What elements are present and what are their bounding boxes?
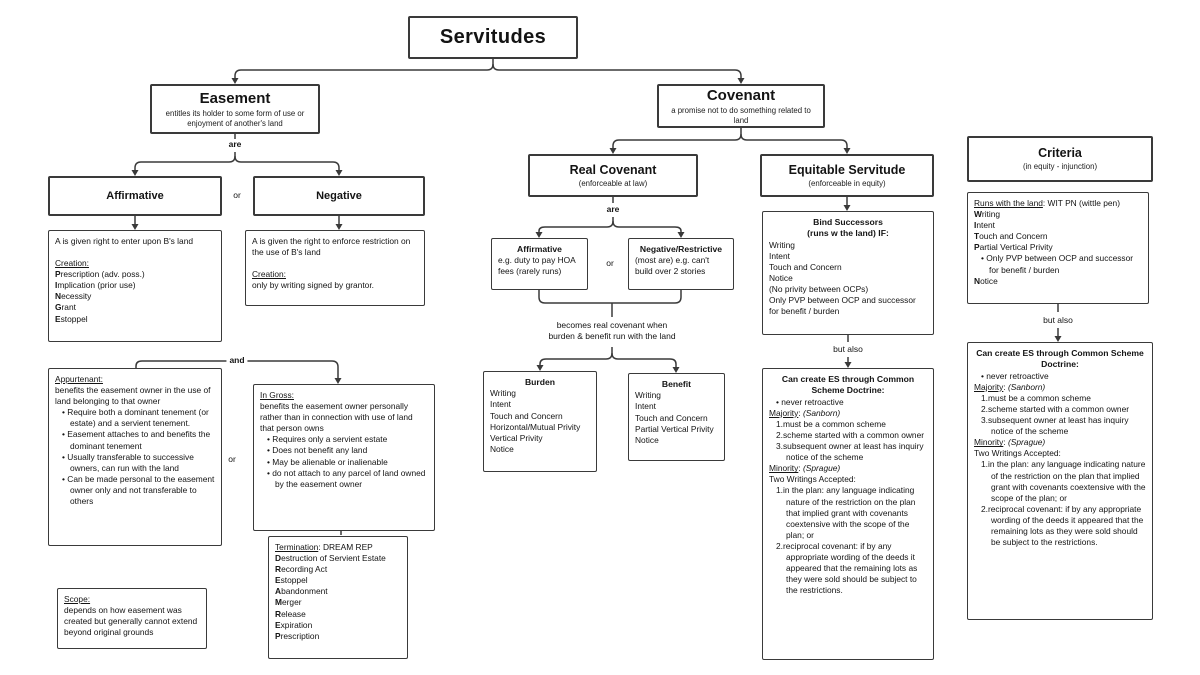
common-scheme-box-mid: Can create ES through Common Scheme Doct… [762, 368, 934, 660]
scope-heading: Scope: [64, 594, 91, 604]
becomes-real-covenant-note: becomes real covenant when burden & bene… [502, 320, 722, 343]
in-gross-intro: benefits the easement owner personally r… [260, 401, 413, 434]
covenant-negative-box: Negative/Restrictive (most are) e.g. can… [628, 238, 734, 290]
in-gross-bullets: Requires only a servient estateDoes not … [260, 434, 428, 489]
easement-title: Easement [199, 89, 271, 107]
label-but-also-right: but also [1040, 315, 1076, 325]
in-gross-box: In Gross: benefits the easement owner pe… [253, 384, 435, 531]
runs-with-land-box: Runs with the land: WIT PN (wittle pen)W… [967, 192, 1149, 304]
burden-title: Burden [524, 377, 556, 387]
label-or-covenant: or [603, 258, 617, 268]
criteria-subtitle: (in equity - injunction) [1022, 162, 1098, 172]
easement-negative-title: Negative [316, 190, 362, 202]
real-covenant-title: Real Covenant [569, 162, 657, 177]
covenant-subtitle: a promise not to do something related to… [671, 105, 811, 125]
covenant-affirmative-title: Affirmative [517, 244, 562, 254]
covenant-box: Covenant a promise not to do something r… [657, 84, 825, 128]
creation-label: Creation: [55, 258, 89, 269]
equitable-servitude-box: Equitable Servitude (enforceable in equi… [760, 154, 934, 197]
bind-successors-subtitle: (runs w the land) IF: [807, 228, 889, 239]
common-scheme-title: Can create ES through Common Scheme Doct… [976, 348, 1144, 370]
bind-successors-box: Bind Successors (runs w the land) IF: Wr… [762, 211, 934, 335]
common-scheme-title: Can create ES through Common Scheme Doct… [781, 374, 915, 396]
label-and: and [226, 355, 248, 365]
equitable-servitude-subtitle: (enforceable in equity) [808, 178, 886, 188]
label-or-gross: or [225, 454, 239, 464]
appurtenant-intro: benefits the easement owner in the use o… [55, 385, 211, 407]
covenant-affirmative-body: e.g. duty to pay HOA fees (rarely runs) [498, 255, 576, 277]
label-or-easement: or [230, 190, 244, 200]
easement-subtitle: entitles its holder to some form of use … [165, 108, 305, 128]
creation-methods-list: Prescription (adv. poss.)Implication (pr… [55, 269, 145, 324]
real-covenant-box: Real Covenant (enforceable at law) [528, 154, 698, 197]
appurtenant-bullets: Require both a dominant tenement (or est… [55, 407, 215, 507]
label-are-covenant: are [603, 204, 623, 214]
easement-affirmative-detail: A is given right to enter upon B's land … [48, 230, 222, 342]
easement-box: Easement entitles its holder to some for… [150, 84, 320, 134]
becomes-line-2: burden & benefit run with the land [548, 331, 676, 342]
equitable-servitude-title: Equitable Servitude [788, 162, 906, 177]
benefit-title: Benefit [661, 379, 692, 389]
appurtenant-heading: Appurtenant: [55, 374, 103, 384]
label-are-easement: are [225, 139, 245, 149]
scope-body: depends on how easement was created but … [64, 605, 198, 638]
covenant-negative-body: (most are) e.g. can't build over 2 stori… [635, 255, 710, 277]
easement-negative-box: Negative [253, 176, 425, 216]
in-gross-heading: In Gross: [260, 390, 294, 400]
easement-affirmative-box: Affirmative [48, 176, 222, 216]
scope-box: Scope: depends on how easement was creat… [57, 588, 207, 649]
servitudes-box: Servitudes [408, 16, 578, 59]
appurtenant-box: Appurtenant: benefits the easement owner… [48, 368, 222, 546]
spacer [55, 247, 215, 258]
real-covenant-subtitle: (enforceable at law) [578, 178, 648, 188]
negative-intro: A is given the right to enforce restrict… [252, 236, 411, 258]
affirmative-intro: A is given right to enter upon B's land [55, 236, 194, 246]
creation-label: Creation: [252, 269, 286, 280]
negative-creation-body: only by writing signed by grantor. [252, 280, 374, 291]
page-title: Servitudes [439, 26, 547, 48]
covenant-affirmative-box: Affirmative e.g. duty to pay HOA fees (r… [491, 238, 588, 290]
bind-successors-title: Bind Successors [813, 217, 883, 227]
covenant-title: Covenant [706, 86, 776, 104]
spacer [252, 258, 418, 269]
easement-affirmative-title: Affirmative [106, 190, 164, 202]
covenant-negative-title: Negative/Restrictive [639, 244, 723, 254]
common-scheme-box-right: Can create ES through Common Scheme Doct… [967, 342, 1153, 620]
criteria-box: Criteria (in equity - injunction) [967, 136, 1153, 182]
becomes-line-1: becomes real covenant when [556, 320, 668, 330]
runs-with-land-lines: Runs with the land: WIT PN (wittle pen)W… [974, 198, 1142, 287]
criteria-title: Criteria [1038, 146, 1082, 161]
label-but-also-mid: but also [830, 344, 866, 354]
easement-negative-detail: A is given the right to enforce restrict… [245, 230, 425, 306]
